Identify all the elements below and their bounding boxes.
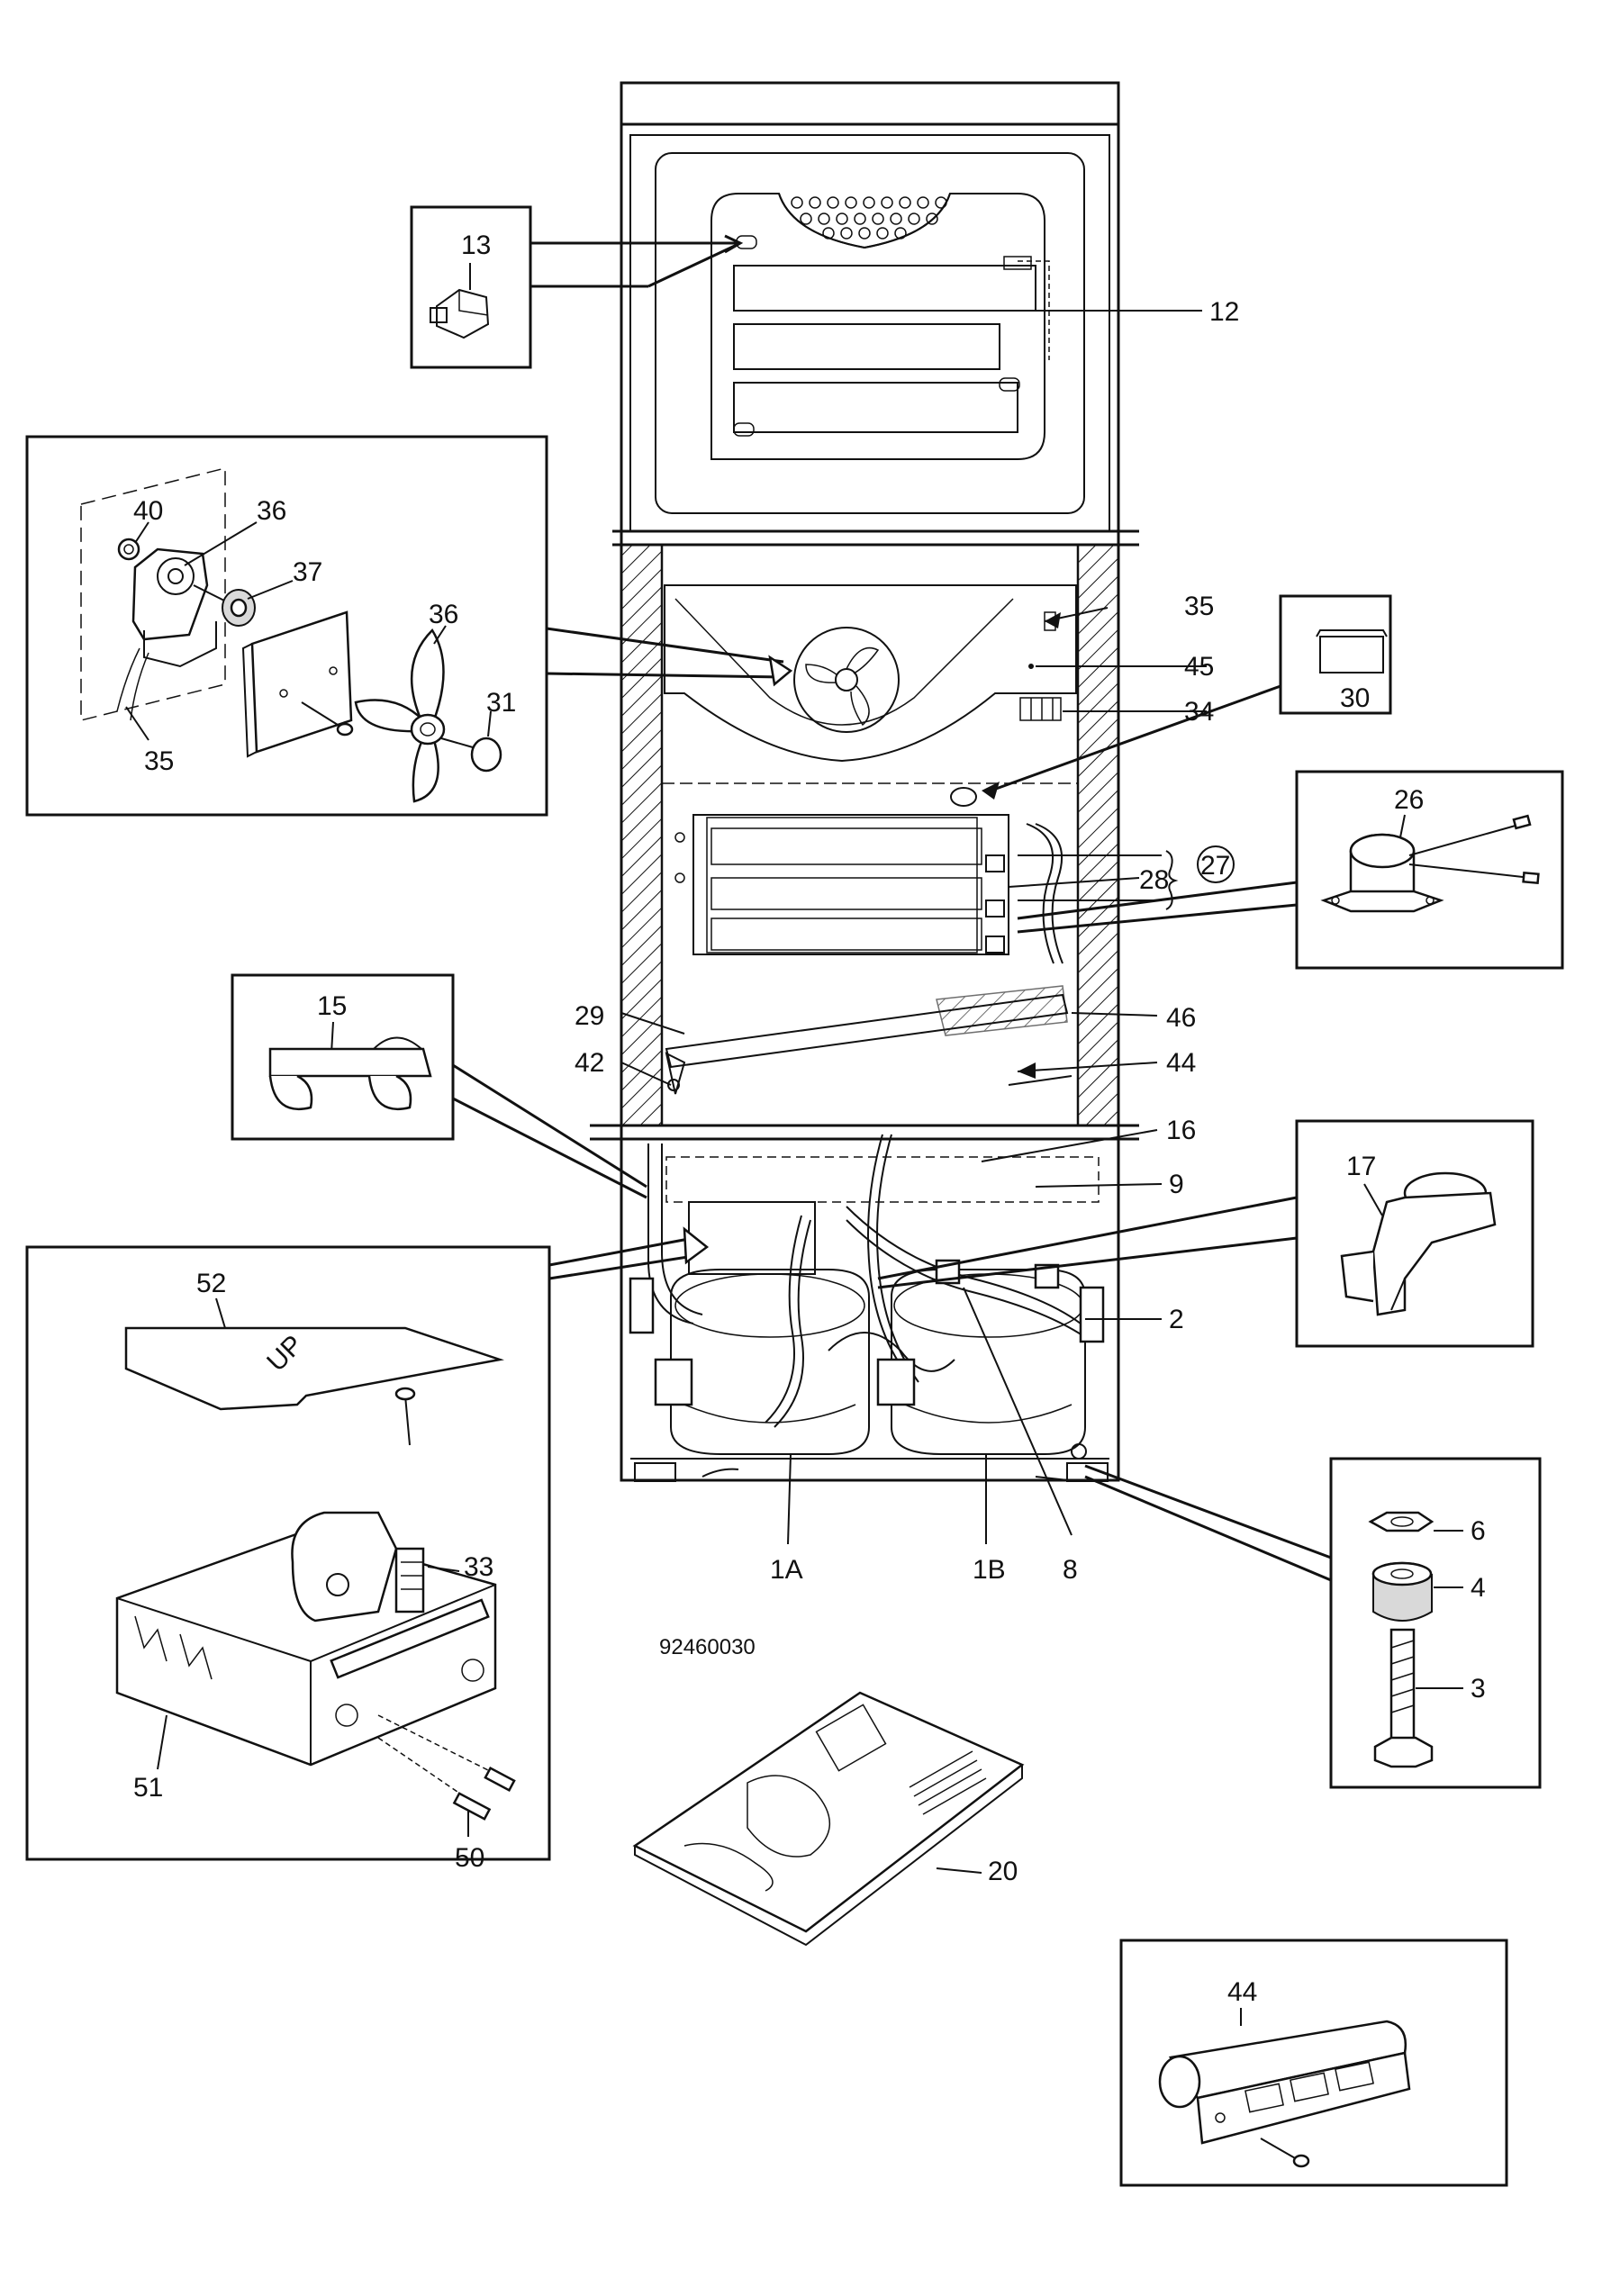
compressor-1b	[891, 1269, 1086, 1455]
drawing-number: 92460030	[659, 1635, 756, 1659]
drain-trough	[665, 985, 1073, 1095]
middle-evaporator	[674, 814, 1063, 964]
callout-29: 29	[575, 1001, 604, 1031]
callout-2: 2	[1169, 1305, 1184, 1334]
callout-9: 9	[1169, 1170, 1184, 1199]
callout-31: 31	[486, 688, 516, 718]
callout-15: 15	[317, 991, 347, 1021]
detail-box-44: 44	[1119, 1939, 1508, 2187]
callout-51: 51	[133, 1773, 163, 1803]
fan-blade	[354, 628, 446, 803]
detail-box-leveling-foot: 6 4 3	[1084, 1457, 1542, 1789]
machine-compartment	[629, 1134, 1109, 1482]
callout-44-trim: 44	[1227, 1977, 1257, 2007]
callout-35-housing: 35	[1184, 592, 1214, 621]
callout-50: 50	[455, 1843, 484, 1873]
callout-37: 37	[293, 557, 322, 587]
top-evaporator	[710, 193, 1050, 460]
detail-box-fan-motor: 40 36 37 36 31 35	[25, 435, 793, 817]
callout-17: 17	[1346, 1152, 1376, 1181]
callout-44-cabinet: 44	[1166, 1048, 1196, 1078]
detail-box-relay-housing: 52 UP 33 50 51	[25, 1226, 710, 1873]
callout-16: 16	[1166, 1116, 1196, 1145]
callout-27: 27	[1200, 851, 1230, 881]
callout-3: 3	[1471, 1674, 1486, 1704]
callout-35-bracket: 35	[144, 746, 174, 776]
callout-28: 28	[1139, 865, 1169, 895]
callout-1b: 1B	[973, 1555, 1006, 1585]
callout-6: 6	[1471, 1516, 1486, 1546]
detail-box-13: 13	[410, 205, 744, 369]
callout-45: 45	[1184, 652, 1214, 682]
callout-4: 4	[1471, 1573, 1486, 1603]
callout-13: 13	[461, 231, 491, 260]
callout-36-motor: 36	[257, 496, 286, 526]
callout-34: 34	[1184, 697, 1214, 727]
callout-40: 40	[133, 496, 163, 526]
callout-8: 8	[1063, 1555, 1078, 1585]
callout-33: 33	[464, 1552, 493, 1582]
instruction-booklet	[632, 1691, 1025, 1947]
detail-box-15: 15	[231, 973, 647, 1199]
callout-1a: 1A	[770, 1555, 803, 1585]
compressor-1a	[670, 1269, 870, 1455]
callout-42: 42	[575, 1048, 604, 1078]
callout-36-blade: 36	[429, 600, 458, 629]
callout-52: 52	[196, 1269, 226, 1298]
callout-12: 12	[1209, 297, 1239, 327]
callout-46: 46	[1166, 1003, 1196, 1033]
detail-box-17: 17	[877, 1119, 1534, 1348]
cabinet-callouts: 12 35 45 34 27 28 29 42 46 44 16 9 2 1A …	[575, 297, 1239, 1886]
callout-30: 30	[1340, 683, 1370, 713]
vent-holes	[791, 196, 947, 240]
fan-housing	[662, 584, 1078, 807]
detail-box-30: 30	[982, 594, 1392, 800]
cabinet-leaders	[620, 310, 1207, 1545]
callout-20: 20	[988, 1857, 1018, 1886]
detail-box-26: 26	[1017, 770, 1564, 970]
callout-26: 26	[1394, 785, 1424, 815]
